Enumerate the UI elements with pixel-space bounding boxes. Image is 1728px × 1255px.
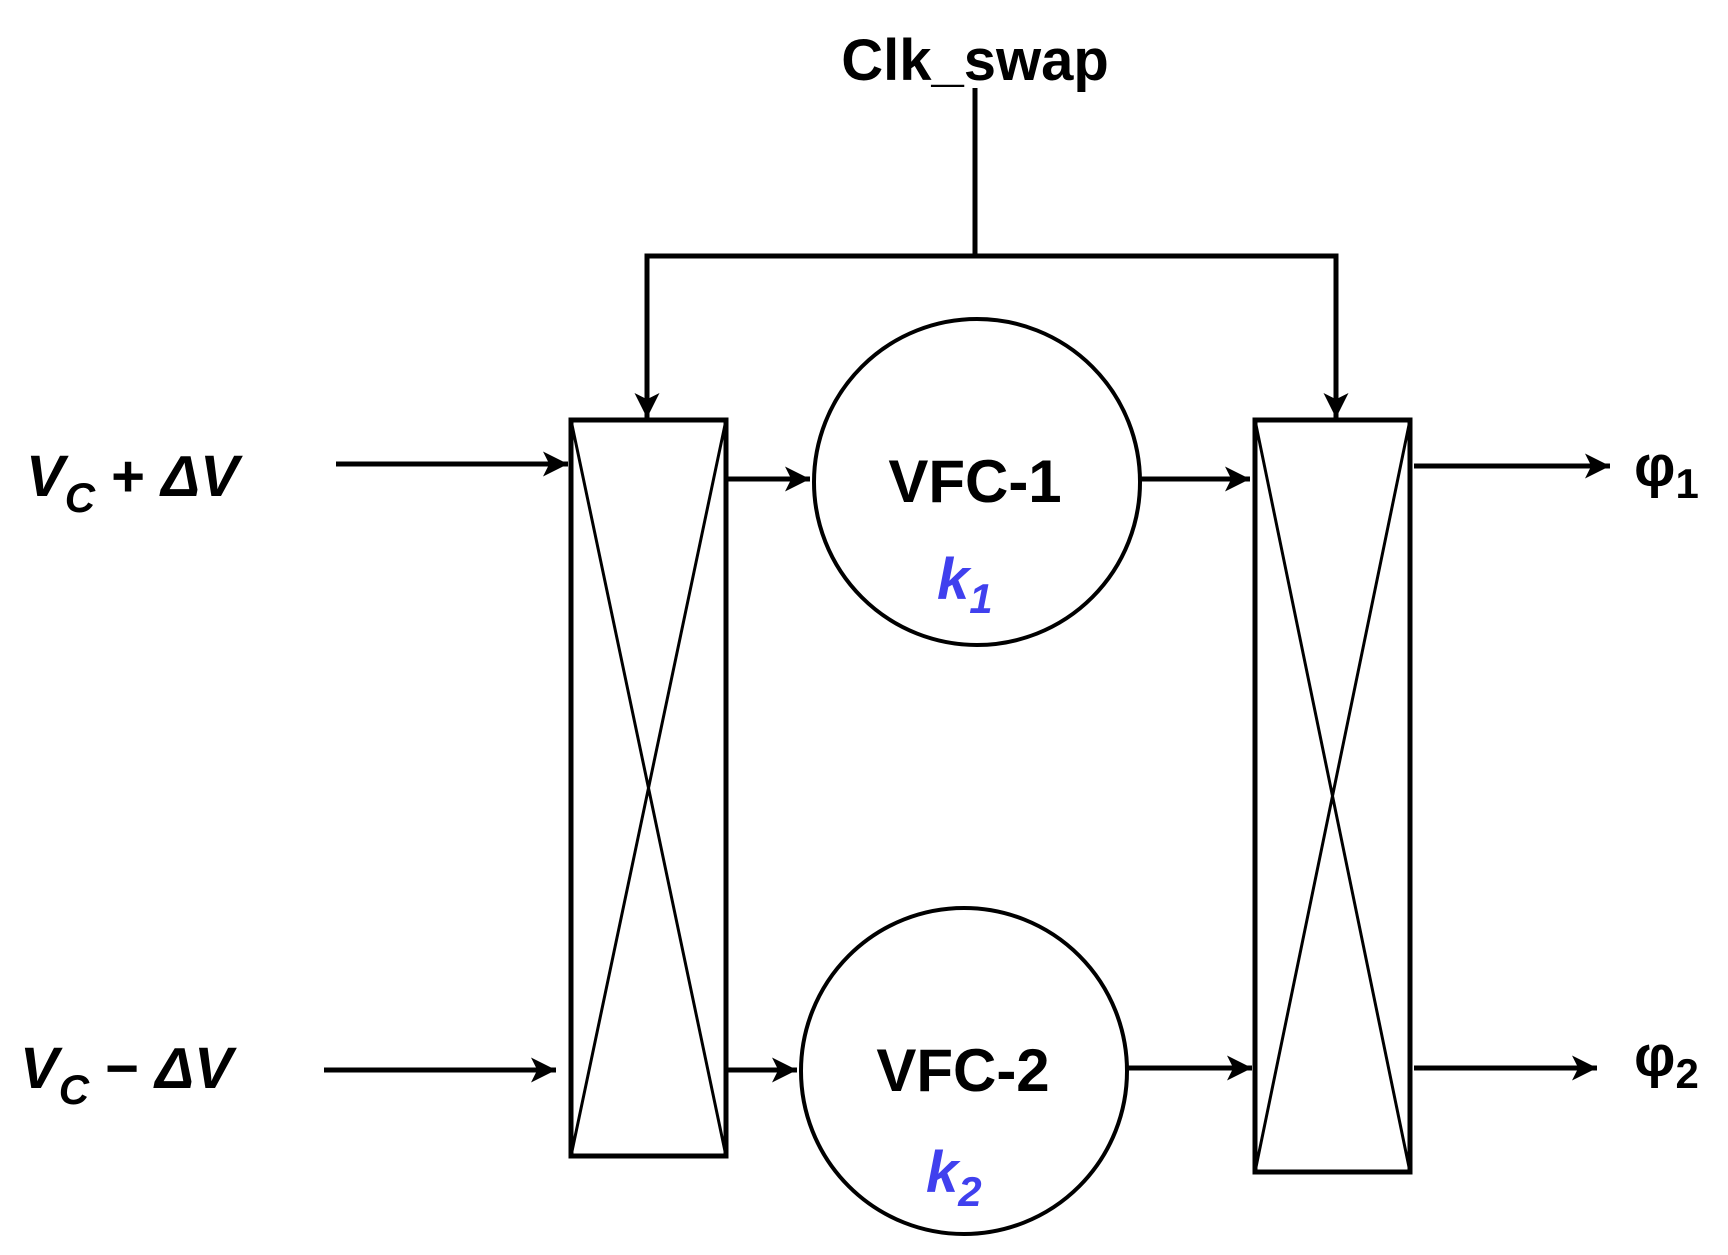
vfc1-gain: k1 xyxy=(937,547,993,622)
vfc1-converter: VFC-1 k1 xyxy=(812,317,1142,647)
output-label-1: φ1 xyxy=(1634,434,1699,507)
right-swap-block xyxy=(1252,417,1413,1175)
output-label-2: φ2 xyxy=(1634,1024,1699,1097)
vfc2-converter: VFC-2 k2 xyxy=(799,906,1129,1236)
left-swap-block xyxy=(568,417,729,1159)
vfc2-label: VFC-2 xyxy=(876,1037,1049,1104)
vfc2-gain: k2 xyxy=(926,1140,982,1215)
clock-wires xyxy=(634,88,1349,418)
input-label-1: VC + ΔV xyxy=(26,444,243,521)
input-label-2: VC − ΔV xyxy=(20,1036,237,1113)
clk-swap-label: Clk_swap xyxy=(841,28,1109,93)
vfc1-label: VFC-1 xyxy=(888,448,1061,515)
